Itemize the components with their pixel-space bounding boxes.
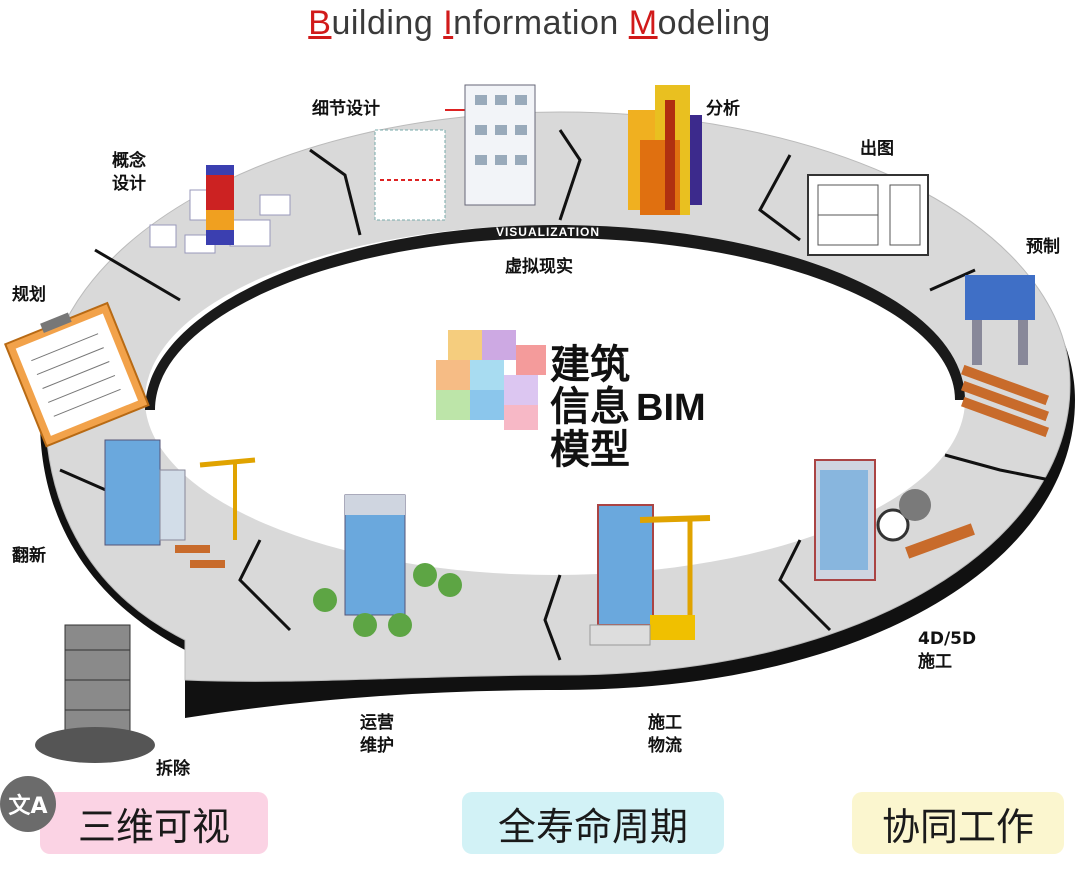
stage-logistics-line1: 施工 [648, 713, 682, 733]
stage-analysis-label: 分析 [706, 99, 740, 119]
stage-detail-label: 细节设计 [312, 99, 380, 119]
translate-icon[interactable]: 文A [0, 776, 56, 832]
stage-concept-label: 概念 设计 [112, 150, 146, 196]
bim-logo-icon [436, 330, 546, 430]
stage-concept-line1: 概念 [112, 151, 146, 171]
stage-logistics-label: 施工 物流 [648, 712, 682, 758]
analysis-model [628, 85, 702, 215]
title-part1: uilding [331, 4, 444, 42]
stage-renovation-label: 翻新 [12, 546, 46, 566]
title-b: B [308, 4, 332, 42]
center-line2: 信息 [550, 384, 630, 430]
badge-3d-visual: 三维可视 [40, 792, 268, 854]
operation-maintenance-model [313, 494, 462, 637]
planning-clipboard [3, 301, 150, 448]
renovation-model [104, 439, 256, 568]
demolition-model [35, 624, 155, 763]
stage-prefab-label: 预制 [1026, 237, 1060, 257]
center-line3: 模型 [550, 427, 630, 473]
drawings-sheet [807, 174, 929, 256]
stage-demolition-label: 拆除 [156, 759, 190, 779]
stage-operation-line1: 运营 [360, 713, 394, 733]
stage-planning-label: 规划 [12, 285, 46, 305]
badge-collaboration: 协同工作 [852, 792, 1064, 854]
center-line1: 建筑 [550, 342, 630, 388]
title-part3: odeling [657, 4, 771, 42]
detail-design-model [374, 84, 536, 221]
ring-visualization-text: VISUALIZATION [496, 225, 600, 239]
prefab-machine [961, 275, 1049, 438]
title-i: I [443, 4, 454, 42]
page-title: Building Information Modeling [0, 4, 1079, 43]
virtual-reality-label: 虚拟现实 [505, 257, 573, 277]
stage-4d5d-label: 4D/5D 施工 [918, 628, 976, 674]
construction-logistics-model [589, 504, 711, 646]
stage-drawings-label: 出图 [860, 139, 894, 159]
segment-dividers [59, 129, 1051, 661]
construction-4d5d-model [814, 459, 975, 581]
title-part2: nformation [453, 4, 629, 42]
stage-4d5d-line1: 4D/5D [918, 629, 977, 649]
stage-logistics-line2: 物流 [648, 735, 682, 756]
title-m: M [628, 4, 658, 42]
stage-operation-line2: 维护 [360, 735, 394, 756]
badge-lifecycle: 全寿命周期 [462, 792, 724, 854]
center-bim: BIM [636, 387, 706, 429]
stage-operation-label: 运营 维护 [360, 712, 394, 758]
concept-design-model [149, 165, 291, 254]
ring-inner-hole [145, 225, 965, 575]
stage-4d5d-line2: 施工 [918, 651, 952, 672]
stage-concept-line2: 设计 [112, 173, 146, 194]
